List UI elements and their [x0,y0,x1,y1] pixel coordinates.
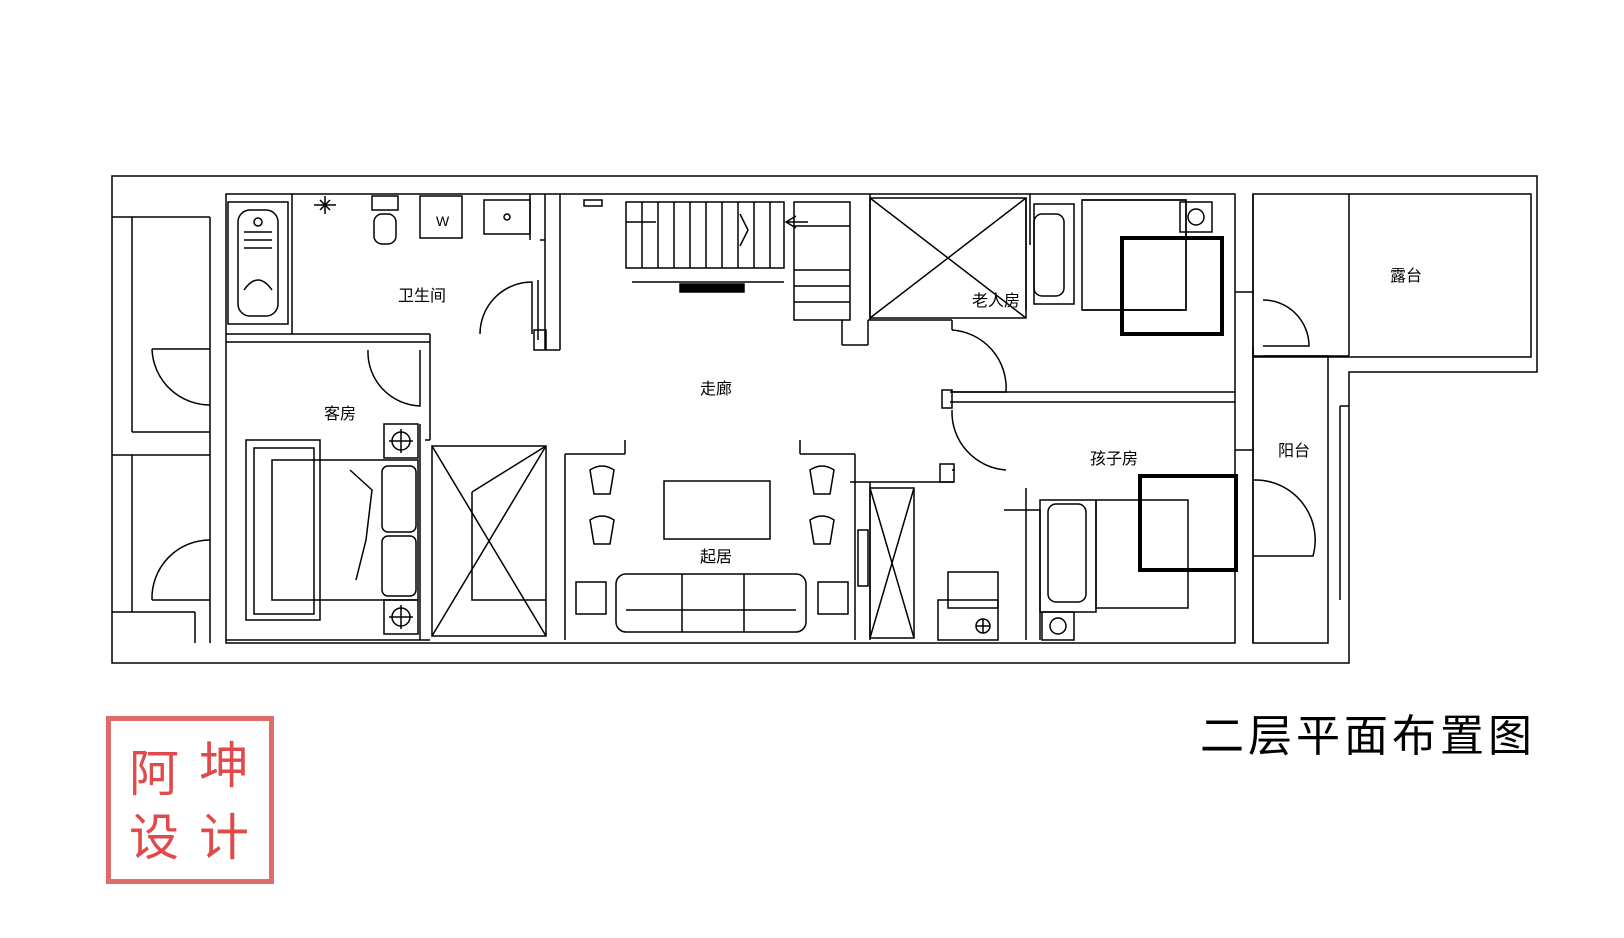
sink [483,199,531,235]
nightstand [383,423,419,459]
rug [1120,236,1224,336]
inner-wall-outline [225,193,1236,644]
elderly-door [951,329,1007,393]
rug [1138,474,1238,572]
balcony-door-lower [1252,479,1316,557]
child-door [951,409,1007,471]
room-label-guest-room: 客房 [324,404,357,423]
door-left-upper [151,348,211,406]
room-label-balcony: 阳台 [1278,441,1311,460]
side-table [817,581,849,615]
child-wardrobe [869,487,915,639]
balcony-door-upper [1262,299,1310,347]
washer [419,195,463,239]
shower-head [314,196,336,214]
room-label-child-room: 孩子房 [1090,449,1139,468]
coffee-table [663,480,771,540]
room-label-corridor: 走廊 [700,379,733,398]
room-label-bathroom: 卫生间 [398,286,447,305]
toilet [373,213,397,245]
nightstand [1041,611,1075,641]
staircase-landing [793,201,851,321]
armchair [809,465,835,495]
bathtub [227,201,289,325]
armchair [589,465,615,495]
guest-door [367,349,421,407]
bathroom-door [479,281,533,335]
armchair [589,515,615,545]
seal-char: 设 [129,809,179,867]
washer-label: W [436,213,450,229]
outer-boundary [111,175,1538,664]
elderly-bed [1081,199,1187,311]
seal-char: 坤 [199,737,249,795]
armchair [809,515,835,545]
drawing-title: 二层平面布置图 [1200,711,1536,762]
side-table [575,581,607,615]
room-label-elderly-room: 老人房 [972,291,1021,310]
sofa [615,573,807,633]
desk-chair [937,599,999,641]
guest-bed [271,459,419,601]
guest-bed-frame [245,439,321,621]
toilet-tank [371,195,399,211]
staircase [625,201,785,269]
nightstand [1179,201,1213,233]
seal-char: 计 [199,809,249,867]
door-left-lower [151,539,211,601]
seal-char: 阿 [129,745,179,803]
designer-seal: 阿 坤 设 计 [106,716,274,884]
nightstand [383,599,419,635]
room-label-terrace: 露台 [1390,266,1423,285]
desk [947,571,999,609]
room-label-living: 起居 [700,547,733,566]
wardrobe [431,445,547,637]
